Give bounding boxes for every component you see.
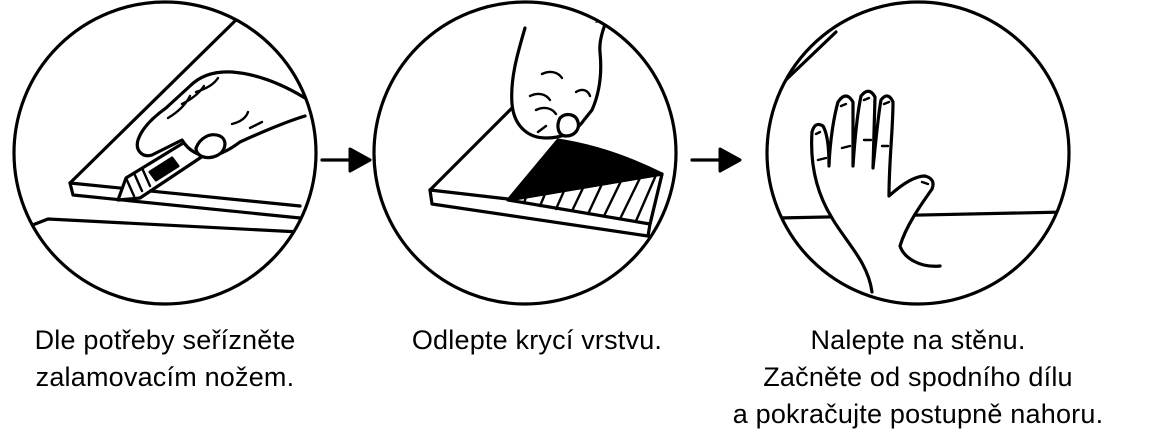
caption-line: Nalepte na stěnu.	[698, 322, 1138, 359]
step-1-illustration	[14, 2, 316, 304]
caption-line: Odlepte krycí vrstvu.	[372, 322, 702, 359]
step-3-caption: Nalepte na stěnu. Začněte od spodního dí…	[698, 322, 1138, 433]
caption-line: a pokračujte postupně nahoru.	[698, 396, 1138, 433]
step-2-caption: Odlepte krycí vrstvu.	[372, 322, 702, 359]
caption-line: Začněte od spodního dílu	[698, 359, 1138, 396]
caption-line: Dle potřeby seřízněte	[0, 322, 330, 359]
step-3-illustration	[767, 2, 1069, 304]
backing-layer-icon	[508, 140, 662, 224]
step-2-illustration	[374, 2, 676, 304]
arrow-right-icon	[322, 149, 370, 171]
hand-icon	[137, 72, 305, 158]
hand-icon	[512, 22, 606, 138]
instruction-diagram	[0, 0, 1168, 312]
caption-line: zalamovacím nožem.	[0, 359, 330, 396]
hand-icon	[812, 91, 940, 292]
arrow-right-icon	[692, 149, 740, 171]
step-1-caption: Dle potřeby seřízněte zalamovacím nožem.	[0, 322, 330, 396]
